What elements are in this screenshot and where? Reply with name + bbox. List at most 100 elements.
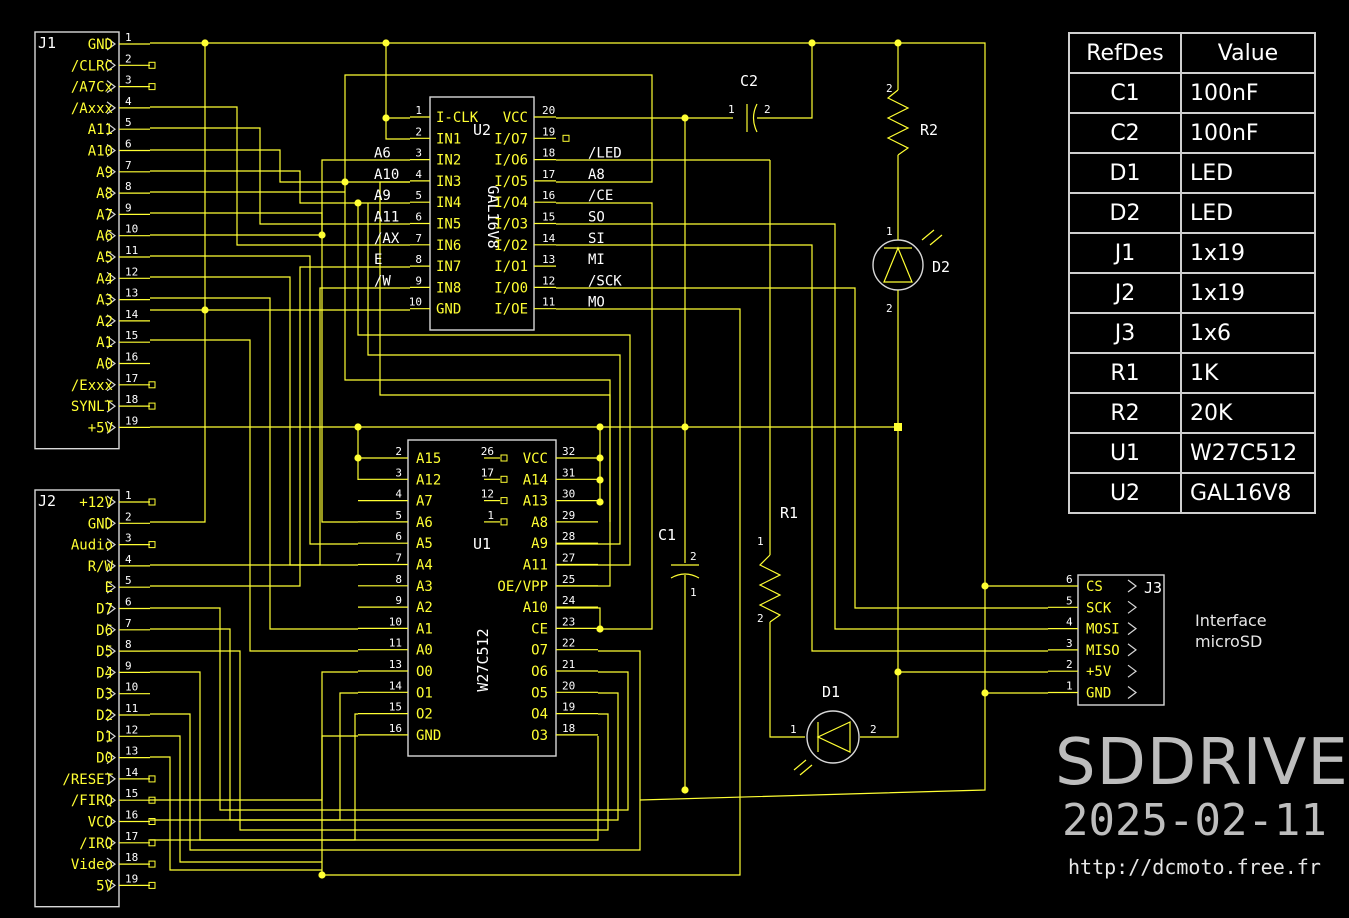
bom-value-cell: 1x19	[1180, 232, 1316, 274]
u1-pin-name: GND	[416, 728, 441, 744]
d2-arrow	[921, 229, 935, 241]
j2-pin-name: R/W	[88, 559, 114, 575]
r1-pin-number: 1	[757, 535, 764, 548]
j1-pin-number: 3	[125, 74, 132, 87]
no-connect-marker	[148, 839, 156, 847]
junction-dot	[894, 39, 902, 47]
j3-pin-name: MOSI	[1086, 622, 1120, 638]
j1-pin-number: 16	[125, 351, 138, 364]
junction-dot	[981, 689, 989, 697]
u1-pin-name: CE	[531, 621, 548, 637]
u1-pin-name: O1	[416, 685, 433, 701]
j1-pin-arrow	[106, 165, 116, 179]
d2-ref: D2	[932, 258, 950, 276]
no-connect-marker	[148, 860, 156, 868]
j1-pin-number: 4	[125, 95, 132, 108]
j1-pin-number: 17	[125, 372, 138, 385]
j1-pin-arrow	[106, 378, 116, 392]
u1-nc-pin-number: 12	[481, 488, 494, 501]
j2-pin-arrow	[106, 751, 116, 765]
no-connect-marker	[148, 541, 156, 549]
d2-pin-number: 2	[886, 302, 893, 315]
j3-pin-number: 6	[1066, 573, 1073, 586]
j1-pin-number: 14	[125, 308, 139, 321]
so-net	[556, 223, 1048, 630]
c2-plate-curved	[752, 103, 758, 133]
bom-value-cell: 100nF	[1180, 72, 1316, 114]
junction-dot	[318, 231, 326, 239]
junction-dot	[596, 476, 604, 484]
j2-pin-name: D4	[96, 665, 113, 681]
junction-dot	[681, 423, 689, 431]
bom-refdes-cell: C2	[1068, 112, 1182, 154]
j2-pin-name: D6	[96, 623, 113, 639]
j2-pin-number: 19	[125, 872, 138, 885]
j3-pin-arrow	[1127, 622, 1137, 636]
u1-pin-number: 19	[562, 701, 575, 714]
j1-pin-name: A0	[96, 357, 113, 373]
j2-pin-number: 16	[125, 809, 138, 822]
u2-pin-number: 9	[415, 274, 422, 287]
d2-net	[150, 713, 641, 851]
bom-refdes-cell: R1	[1068, 352, 1182, 394]
j1-pin-name: +5V	[88, 420, 114, 436]
j3-pin-arrow	[1127, 664, 1137, 678]
r2-pin-number: 2	[886, 82, 893, 95]
j1-pin-arrow	[106, 229, 116, 243]
board-title: SDDRIVE	[1055, 726, 1349, 800]
r2-zigzag	[886, 89, 910, 156]
u1-ref: U1	[473, 535, 491, 553]
u2-pin-number: 1	[415, 104, 422, 117]
bom-header-refdes: RefDes	[1068, 32, 1182, 74]
address-line	[150, 276, 358, 566]
u2-pin-number: 15	[542, 211, 555, 224]
j3-pin-arrow	[1127, 600, 1137, 614]
gal-iclk-net	[385, 43, 410, 119]
u1-pin-number: 2	[395, 445, 402, 458]
j3-ref: J3	[1144, 579, 1162, 597]
bom-refdes-cell: J2	[1068, 272, 1182, 314]
u2-pin-number: 20	[542, 104, 555, 117]
bom-refdes-cell: U2	[1068, 472, 1182, 514]
j2-pin-name: E	[105, 580, 113, 596]
bom-value-cell: 100nF	[1180, 112, 1316, 154]
j2-pin-arrow	[106, 665, 116, 679]
j1-pin-name: A9	[96, 165, 113, 181]
e-net	[150, 266, 410, 587]
u2-pin-name: IN6	[436, 238, 461, 254]
mo-net	[321, 308, 741, 876]
bom-refdes-cell: C1	[1068, 72, 1182, 114]
j2-pin-name: D5	[96, 644, 113, 660]
u1-pin-name: VCC	[523, 451, 548, 467]
j3-pin-name: GND	[1086, 686, 1111, 702]
bom-value-cell: 1K	[1180, 352, 1316, 394]
gnd-net	[150, 42, 1048, 694]
u1-pin-name: O0	[416, 664, 433, 680]
c1-ref: C1	[658, 526, 676, 544]
u1-pin-number: 3	[395, 466, 402, 479]
j1-pin-arrow	[106, 58, 116, 72]
u2-pin-number: 13	[542, 253, 555, 266]
u1-pin-name: A13	[523, 494, 548, 510]
u2-pin-name: IN5	[436, 217, 461, 233]
u1-pin-name: O7	[531, 643, 548, 659]
a11-net	[357, 203, 631, 566]
u2-signal-label: E	[374, 252, 382, 268]
j2-pin-number: 11	[125, 702, 138, 715]
u2-pin-name: I/O6	[494, 153, 528, 169]
junction-dot	[596, 625, 604, 633]
u2-pin-name: I/O1	[494, 259, 528, 275]
u2-pin-name: I/O3	[494, 217, 528, 233]
j1-pin-number: 2	[125, 52, 132, 65]
d1-body	[806, 710, 860, 764]
j1-pin-arrow	[106, 101, 116, 115]
u1-pin-number: 7	[395, 552, 402, 565]
j2-pin-number: 7	[125, 617, 132, 630]
j1-pin-name: SYNLT	[71, 399, 114, 415]
